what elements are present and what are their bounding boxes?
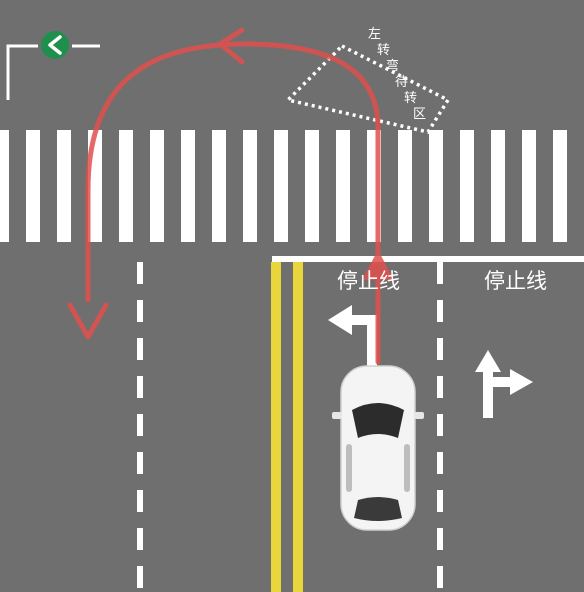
- waiting-zone-char: 弯: [386, 58, 399, 74]
- stop-line-label-left: 停止线: [337, 269, 400, 293]
- waiting-zone-char: 待: [395, 75, 408, 90]
- waiting-zone-char: 转: [377, 43, 390, 58]
- lane-divider-right: [437, 262, 443, 588]
- u-turn-route-arrow: [67, 27, 394, 365]
- stop-line-label-right: 停止线: [484, 269, 547, 293]
- waiting-zone-label: 左 转 弯 待 转 区: [368, 27, 426, 122]
- waiting-zone-char: 左: [368, 27, 381, 42]
- waiting-zone-char: 区: [413, 107, 426, 122]
- left-turn-waiting-zone: [284, 43, 451, 134]
- white-suv-car-icon: [332, 365, 424, 531]
- center-double-yellow-line: [271, 262, 303, 592]
- left-turn-arrow-icon: [328, 305, 377, 372]
- crosswalk: [0, 130, 567, 242]
- straight-right-arrow-icon: [475, 350, 533, 418]
- green-left-arrow-signal-icon: [6, 31, 100, 100]
- lane-divider-left: [137, 262, 143, 588]
- waiting-zone-char: 转: [404, 91, 417, 106]
- stop-line: [272, 256, 584, 262]
